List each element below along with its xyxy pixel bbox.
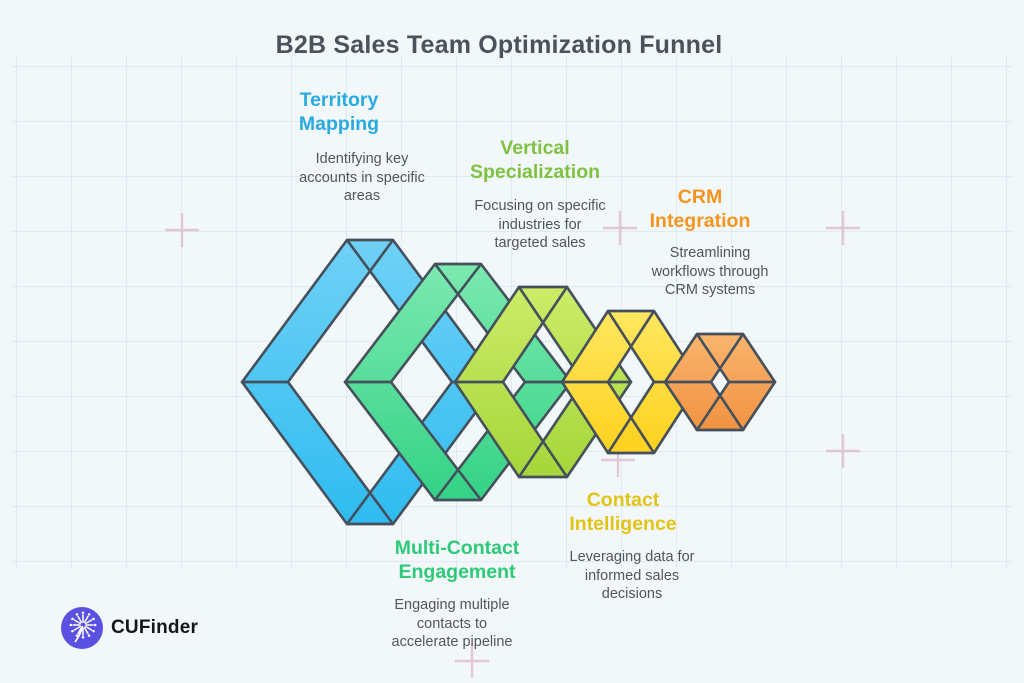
stage-description-vertical-specialization: Focusing on specific industries for targ… [474, 198, 606, 251]
logo: CUFinder [60, 606, 198, 650]
stage-heading-crm-integration: CRM Integration [649, 186, 751, 232]
funnel-ring-territory-mapping [240, 238, 500, 526]
dandelion-icon [61, 607, 103, 649]
stage-heading-multi-contact-engagement: Multi-Contact Engagement [394, 537, 520, 583]
crosshair-marks [165, 211, 860, 678]
funnel-ring-crm-integration [663, 332, 777, 432]
stage-heading-contact-intelligence: Contact Intelligence [569, 489, 677, 535]
logo-text: CUFinder [111, 617, 199, 638]
stage-description-territory-mapping: Identifying key accounts in specific are… [299, 151, 425, 204]
stage-description-crm-integration: Streamlining workflows through CRM syste… [651, 245, 769, 298]
stage-description-multi-contact-engagement: Engaging multiple contacts to accelerate… [391, 597, 513, 650]
stage-heading-territory-mapping: Territory Mapping [298, 89, 380, 135]
stage-description-contact-intelligence: Leveraging data for informed sales decis… [569, 549, 695, 602]
page-title: B2B Sales Team Optimization Funnel [275, 31, 723, 59]
stage-heading-vertical-specialization: Vertical Specialization [469, 137, 601, 183]
